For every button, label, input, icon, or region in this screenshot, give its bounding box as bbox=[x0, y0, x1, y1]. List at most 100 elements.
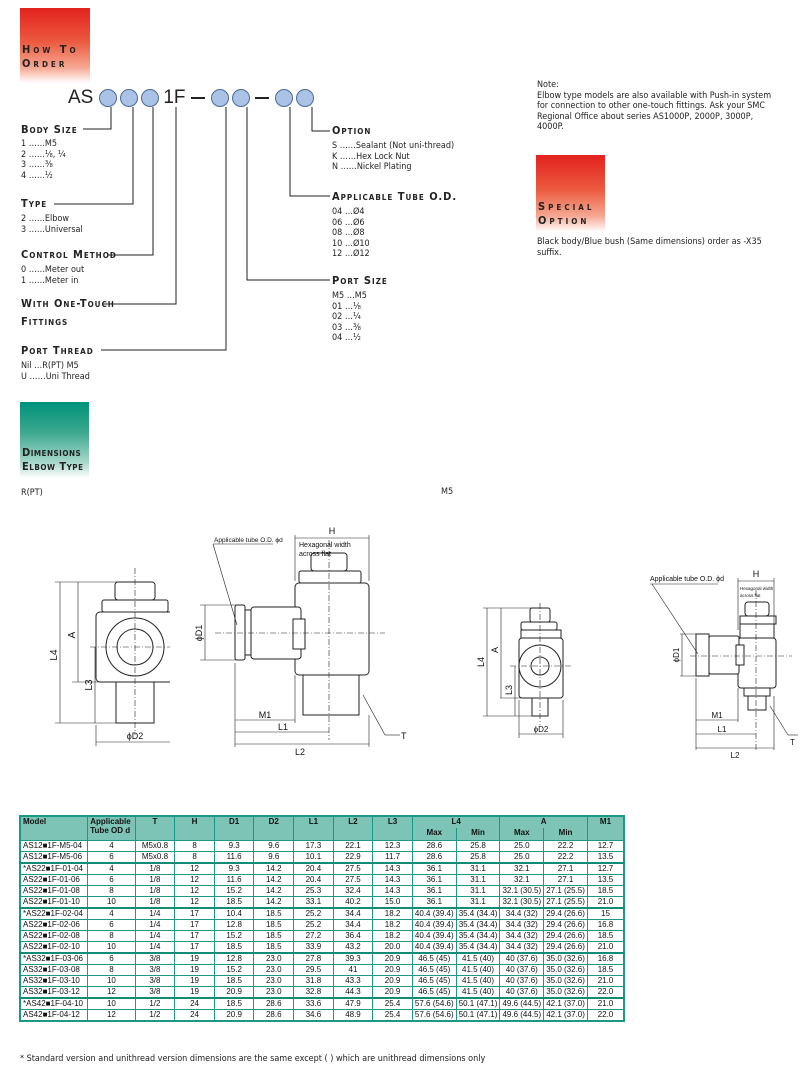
cell-d2: 18.5 bbox=[253, 940, 295, 954]
cell-l3: 20.9 bbox=[372, 975, 413, 988]
cell-d: 12 bbox=[87, 1009, 136, 1022]
cell-d: 8 bbox=[87, 929, 136, 942]
cell-d2: 18.5 bbox=[253, 929, 295, 942]
cell-l1: 25.2 bbox=[293, 906, 334, 920]
cell-amin: 29.4 (26.6) bbox=[543, 929, 588, 942]
cell-d: 6 bbox=[87, 918, 136, 931]
cell-model: AS22■1F-02-08 bbox=[19, 929, 89, 942]
cell-l4max: 46.5 (45) bbox=[411, 963, 457, 977]
header-h: H bbox=[174, 815, 215, 841]
cell-d: 8 bbox=[87, 884, 136, 897]
cell-m1: 18.5 bbox=[586, 963, 625, 977]
code-slot-tube-od-1 bbox=[274, 89, 293, 107]
cell-l3: 20.9 bbox=[372, 952, 413, 965]
code-slot-type bbox=[120, 89, 139, 107]
cell-h: 17 bbox=[174, 906, 215, 920]
cell-l4max: 36.1 bbox=[411, 895, 457, 909]
tube-od-option: 12 …Ø12 bbox=[332, 249, 370, 259]
cell-d: 4 bbox=[87, 906, 136, 920]
cell-l2: 32.4 bbox=[332, 884, 374, 897]
cell-d2: 9.6 bbox=[253, 839, 295, 852]
header-d2: D2 bbox=[253, 815, 295, 841]
m5-side-view-drawing: H Hexagonal width across flat Applicable… bbox=[650, 570, 798, 760]
cell-m1: 21.0 bbox=[586, 895, 625, 909]
port-thread-title: Port Thread bbox=[21, 344, 94, 357]
cell-d1: 15.2 bbox=[213, 929, 255, 942]
cell-d: 4 bbox=[87, 861, 136, 875]
cell-l3: 12.3 bbox=[372, 839, 413, 852]
cell-l3: 18.2 bbox=[372, 929, 413, 942]
cell-h: 12 bbox=[174, 861, 215, 875]
cell-l3: 25.4 bbox=[372, 1009, 413, 1022]
cell-t: 1/8 bbox=[134, 873, 176, 886]
port-thread-options: Nil …R(PT) M5 U ……Uni Thread bbox=[21, 361, 90, 382]
cell-d2: 18.5 bbox=[253, 906, 295, 920]
cell-l1: 27.2 bbox=[293, 929, 334, 942]
order-code-leader-lines bbox=[54, 107, 330, 351]
code-slot-control-method bbox=[141, 89, 160, 107]
cell-d: 4 bbox=[87, 839, 136, 852]
cell-model: AS12■1F-M5-06 bbox=[19, 850, 89, 864]
d2-dimension-label: ϕD2 bbox=[127, 731, 144, 741]
special-option-text: Black body/Blue bush (Same dimensions) o… bbox=[537, 237, 762, 258]
how-to-order-line2: Order bbox=[22, 57, 68, 70]
port-size-option: 01 …¹⁄₈ bbox=[332, 301, 361, 312]
code-slot-port-size-2 bbox=[231, 89, 250, 107]
cell-d1: 18.5 bbox=[213, 940, 255, 954]
cell-h: 8 bbox=[174, 839, 215, 852]
cell-m1: 12.7 bbox=[586, 839, 625, 852]
cell-d1: 12.8 bbox=[213, 918, 255, 931]
cell-l4min: 31.1 bbox=[455, 895, 501, 909]
cell-l4min: 25.8 bbox=[455, 850, 501, 864]
cell-amax: 40 (37.6) bbox=[499, 963, 545, 977]
type-options: 2 ……Elbow 3 ……Universal bbox=[21, 214, 83, 235]
option-title: Option bbox=[332, 124, 372, 137]
cell-t: 1/8 bbox=[134, 895, 176, 909]
cell-l4max: 57.6 (54.6) bbox=[411, 997, 457, 1011]
cell-l4max: 36.1 bbox=[411, 873, 457, 886]
code-slot-port-size-1 bbox=[210, 89, 229, 107]
header-model: Model bbox=[19, 815, 89, 841]
header-a-min: Min bbox=[543, 828, 588, 841]
cell-t: 1/4 bbox=[134, 906, 176, 920]
m5-d2-label: ϕD2 bbox=[534, 725, 549, 734]
dimensions-heading: Dimensions Elbow Type bbox=[20, 402, 89, 478]
cell-l4min: 31.1 bbox=[455, 861, 501, 875]
cell-amin: 27.1 (25.5) bbox=[543, 884, 588, 897]
cell-t: 1/2 bbox=[134, 1009, 176, 1022]
cell-m1: 18.5 bbox=[586, 884, 625, 897]
cell-d2: 23.0 bbox=[253, 963, 295, 977]
control-method-title: Control Method bbox=[21, 248, 117, 261]
cell-amin: 42.1 (37.0) bbox=[543, 997, 588, 1011]
cell-l2: 41 bbox=[332, 963, 374, 977]
cell-l4min: 25.8 bbox=[455, 839, 501, 852]
special-option-line2: Option bbox=[538, 214, 590, 227]
cell-amax: 34.4 (32) bbox=[499, 906, 545, 920]
port-thread-option: U ……Uni Thread bbox=[21, 371, 90, 382]
cell-m1: 21.0 bbox=[586, 940, 625, 954]
cell-d2: 23.0 bbox=[253, 952, 295, 965]
header-d1: D1 bbox=[213, 815, 255, 841]
cell-model: AS22■1F-01-10 bbox=[19, 895, 89, 909]
header-l1: L1 bbox=[293, 815, 334, 841]
cell-h: 19 bbox=[174, 975, 215, 988]
rpt-label: R(PT) bbox=[21, 488, 43, 498]
cell-l3: 20.9 bbox=[372, 963, 413, 977]
port-size-option: 04 …¹⁄₂ bbox=[332, 333, 361, 343]
port-size-option: 03 …³⁄₈ bbox=[332, 322, 361, 333]
tube-od-option: 08 …Ø8 bbox=[332, 228, 365, 238]
cell-t: 3/8 bbox=[134, 963, 176, 977]
cell-t: 1/8 bbox=[134, 884, 176, 897]
cell-l4min: 41.5 (40) bbox=[455, 963, 501, 977]
cell-model: AS22■1F-02-06 bbox=[19, 918, 89, 931]
cell-m1: 18.5 bbox=[586, 929, 625, 942]
port-size-options: M5 …M5 01 …¹⁄₈ 02 …¹⁄₄ 03 …³⁄₈ 04 …¹⁄₂ bbox=[332, 291, 367, 344]
table-footnote: * Standard version and unithread version… bbox=[20, 1054, 486, 1064]
cell-l3: 25.4 bbox=[372, 997, 413, 1011]
cell-h: 12 bbox=[174, 884, 215, 897]
cell-model: AS22■1F-01-06 bbox=[19, 873, 89, 886]
header-l4-min: Min bbox=[455, 828, 501, 841]
